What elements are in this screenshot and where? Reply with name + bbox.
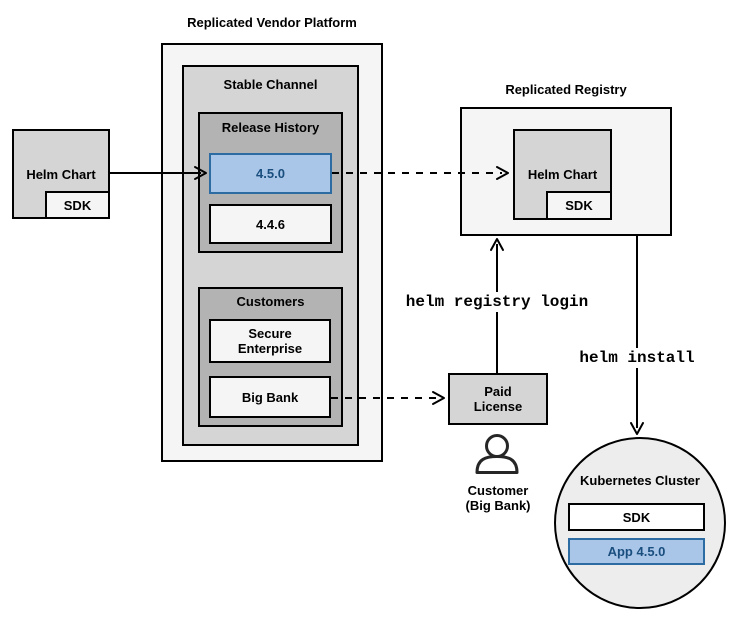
vendor-platform-title: Replicated Vendor Platform — [187, 15, 357, 30]
paid-license-label: Paid License — [473, 384, 523, 414]
source-sdk-box: SDK — [45, 191, 110, 219]
customer-caption: Customer (Big Bank) — [448, 483, 548, 514]
registry-title: Replicated Registry — [505, 82, 627, 97]
registry-sdk-box: SDK — [546, 191, 612, 220]
helm-registry-login-label: helm registry login — [397, 292, 597, 312]
arrow-registry-to-cluster — [630, 236, 644, 435]
customer-secure-enterprise-label: Secure Enterprise — [237, 326, 303, 356]
cluster-app-box: App 4.5.0 — [568, 538, 705, 565]
helm-install-label: helm install — [557, 348, 717, 368]
customer-person-icon — [475, 434, 519, 474]
customer-big-bank-box: Big Bank — [209, 376, 331, 418]
release-history-label: Release History — [221, 120, 320, 135]
release-version-450: 4.5.0 — [209, 153, 332, 194]
customer-secure-enterprise-box: Secure Enterprise — [209, 319, 331, 363]
helm-registry-login-text: helm registry login — [402, 292, 592, 312]
customers-label: Customers — [236, 294, 305, 309]
kubernetes-cluster-title: Kubernetes Cluster — [580, 473, 700, 488]
paid-license-box: Paid License — [448, 373, 548, 425]
helm-install-text: helm install — [576, 348, 698, 368]
release-version-446: 4.4.6 — [209, 204, 332, 244]
stable-channel-label: Stable Channel — [223, 77, 318, 92]
customer-caption-text: Customer (Big Bank) — [465, 483, 531, 513]
cluster-sdk-box: SDK — [568, 503, 705, 531]
